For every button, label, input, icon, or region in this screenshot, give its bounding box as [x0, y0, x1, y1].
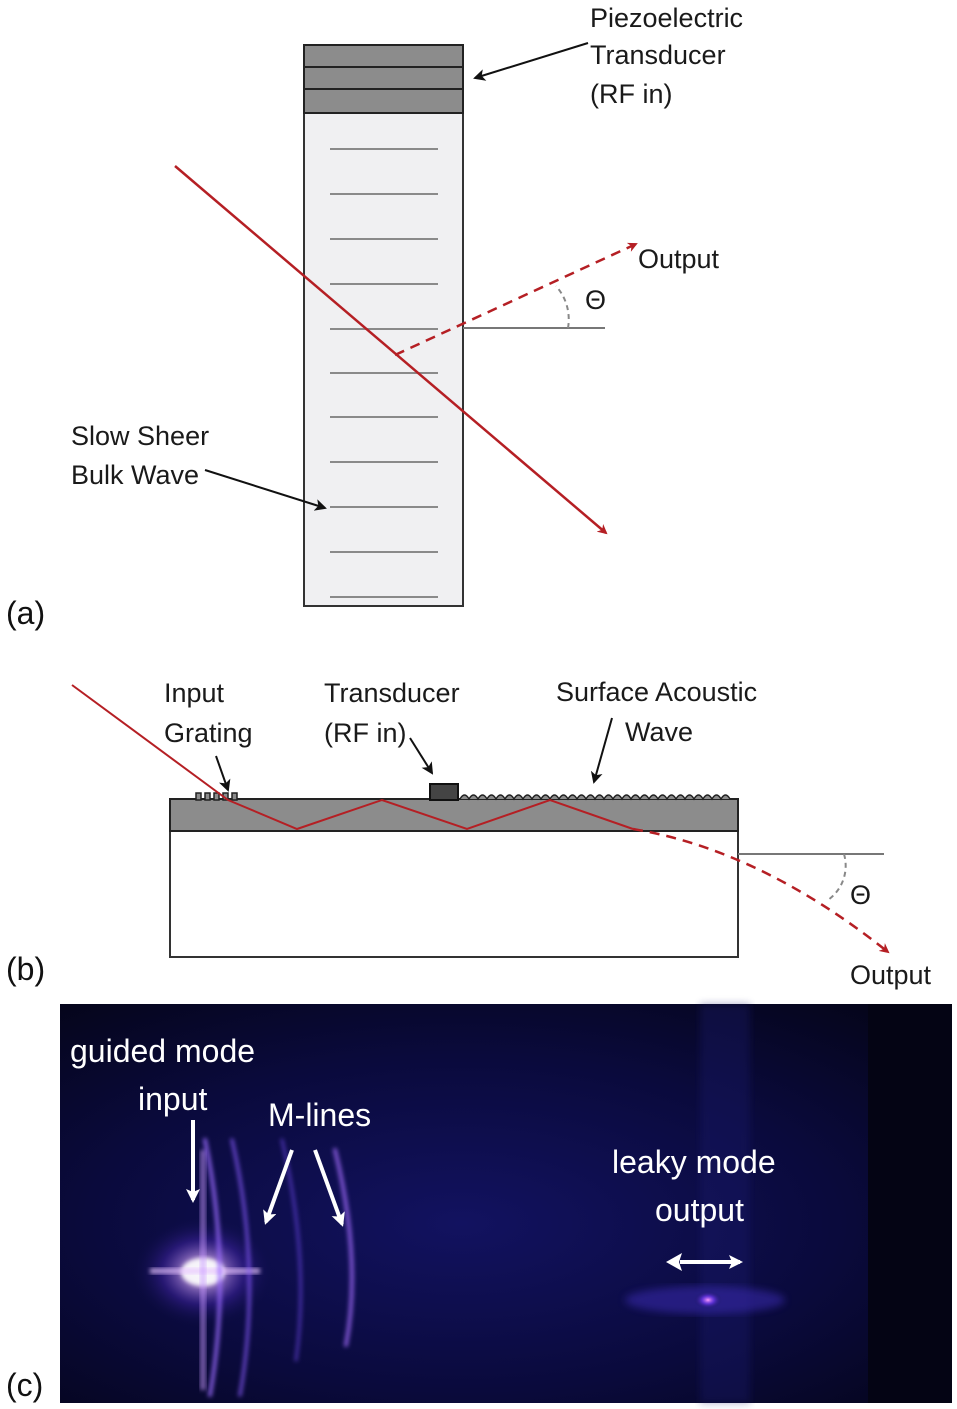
incident-beam — [174, 165, 608, 535]
m-lines-label: M-lines — [268, 1097, 371, 1133]
grating-label-line1: Input — [164, 678, 225, 708]
grating-label-line2: Grating — [164, 718, 253, 748]
transducer-leader-b — [409, 737, 434, 775]
waveguide-layer — [169, 798, 739, 832]
panel-a: Piezoelectric Transducer (RF in) Output … — [6, 3, 743, 631]
guided-label-line1: guided mode — [70, 1033, 255, 1069]
saw-leader — [590, 717, 613, 784]
grating-leader — [215, 755, 231, 792]
transducer-label-b-line2: (RF in) — [324, 718, 407, 748]
angle-arc-b — [827, 853, 847, 901]
m-line-arrow-2 — [313, 1149, 345, 1227]
piezo-transducer — [303, 44, 464, 114]
input-grating — [195, 792, 238, 801]
m-line-arrow-1 — [263, 1149, 294, 1225]
saw-transducer — [429, 783, 459, 801]
panel-c-label: (c) — [6, 1367, 43, 1403]
panel-b-label: (b) — [6, 951, 45, 987]
output-label-b: Output — [850, 960, 932, 990]
substrate — [169, 830, 739, 958]
leaky-mode-spot — [625, 1286, 785, 1314]
transducer-label-line1: Piezoelectric — [590, 3, 743, 33]
leaky-width-arrow-left-head — [666, 1253, 682, 1271]
transducer-label-b-line1: Transducer — [324, 678, 460, 708]
guided-mode-spot — [133, 1150, 273, 1390]
transducer-leader — [473, 42, 589, 81]
leaky-label-line1: leaky mode — [612, 1144, 776, 1180]
angle-label-b: Θ — [850, 880, 871, 910]
wave-label-line1: Slow Sheer — [71, 421, 209, 451]
output-label-a: Output — [638, 244, 720, 274]
incident-beam-b — [71, 684, 229, 801]
wave-label-line2: Bulk Wave — [71, 460, 199, 490]
transducer-label-line2: Transducer — [590, 40, 726, 70]
panel-a-label: (a) — [6, 595, 45, 631]
transducer-label-line3: (RF in) — [590, 79, 673, 109]
leaky-output-beam — [632, 827, 890, 954]
diffracted-beam — [394, 242, 638, 357]
camera-image — [60, 1004, 952, 1403]
wave-leader — [204, 469, 327, 511]
leaky-label-line2: output — [655, 1192, 744, 1228]
crystal-block — [303, 112, 464, 607]
angle-label-a: Θ — [585, 285, 606, 315]
panel-c: guided mode input M-lines leaky mode out… — [6, 1004, 952, 1403]
panel-b: Input Grating Transducer (RF in) Surface… — [6, 677, 932, 990]
saw-label-line2: Wave — [625, 717, 693, 747]
guided-mode-path — [227, 798, 634, 831]
camera-dark-edge — [868, 1004, 952, 1403]
m-lines — [203, 1138, 354, 1397]
bulk-wavefronts — [330, 148, 438, 598]
angle-arc — [555, 285, 570, 329]
surface-acoustic-wave — [459, 794, 731, 801]
saw-label-line1: Surface Acoustic — [556, 677, 757, 707]
guided-label-line2: input — [138, 1081, 208, 1117]
faint-stripe — [700, 1004, 750, 1403]
